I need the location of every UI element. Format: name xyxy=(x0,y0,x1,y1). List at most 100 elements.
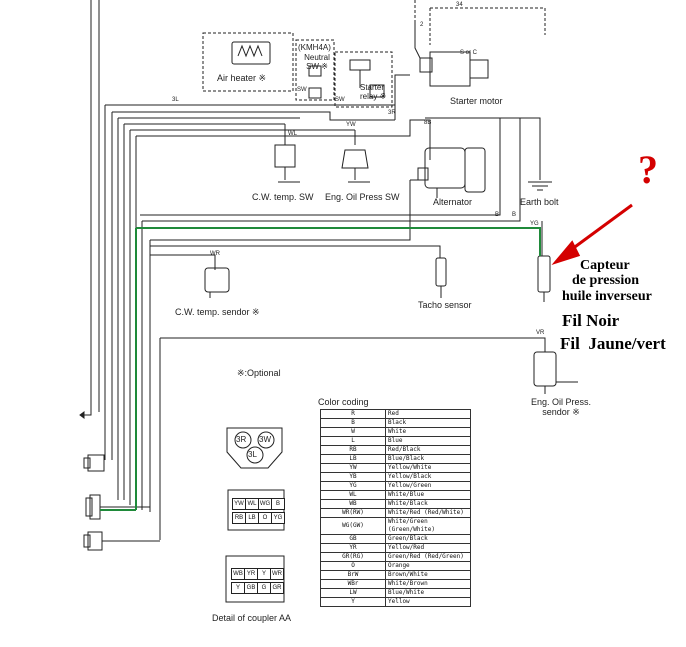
color-code: WB xyxy=(320,499,386,509)
color-code: R xyxy=(320,409,386,419)
color-name: Green/Black xyxy=(385,534,471,544)
annotation-fil-noir: Fil Noir xyxy=(562,311,620,330)
wire-tag-sw2: SW xyxy=(335,97,345,103)
wire-tag-vr: VR xyxy=(536,330,545,336)
coupler-small-3l: 3L xyxy=(248,450,257,459)
coupler-large-cell: WR xyxy=(270,568,284,580)
color-code: RB xyxy=(320,445,386,455)
color-name: Black xyxy=(385,418,471,428)
color-name: Red xyxy=(385,409,471,419)
color-coding-row: WR(RW)White/Red (Red/White) xyxy=(320,508,471,518)
color-code: WG(GW) xyxy=(320,517,386,535)
wire-tag-wr: WR xyxy=(210,251,220,257)
wire-tag-3l: 3L xyxy=(172,97,179,103)
coupler-large-cell: Y xyxy=(231,582,245,594)
cw-temp-sw-label: C.W. temp. SW xyxy=(252,192,314,202)
coupler-large-cell: WB xyxy=(231,568,245,580)
color-name: Yellow/Green xyxy=(385,481,471,491)
wire-tag-sw1: SW xyxy=(297,87,307,93)
color-code: WBr xyxy=(320,579,386,589)
coupler-large-cell: GB xyxy=(244,582,258,594)
tacho-sensor-label: Tacho sensor xyxy=(418,300,472,310)
color-name: Yellow/Black xyxy=(385,472,471,482)
color-code: Y xyxy=(320,597,386,607)
color-coding-row: WG(GW)White/Green (Green/White) xyxy=(320,517,471,535)
optional-note: ※:Optional xyxy=(237,368,281,378)
coupler-mid-cell: LB xyxy=(245,512,259,524)
color-code: BrW xyxy=(320,570,386,580)
color-code: L xyxy=(320,436,386,446)
coupler-mid-cell: O xyxy=(258,512,272,524)
eng-oil-press-sw-label: Eng. Oil Press SW xyxy=(325,192,400,202)
wire-tag-8b: 8B xyxy=(424,120,432,126)
coupler-mid-cell: WL xyxy=(245,498,259,510)
color-name: Blue/White xyxy=(385,588,471,598)
color-name: Yellow xyxy=(385,597,471,607)
coupler-mid-cell: YW xyxy=(232,498,246,510)
coupler-large-cell: G xyxy=(257,582,271,594)
color-name: White/Blue xyxy=(385,490,471,500)
color-code: YB xyxy=(320,472,386,482)
coupler-large-cell: GR xyxy=(270,582,284,594)
color-code: YW xyxy=(320,463,386,473)
wire-tag-wl: WL xyxy=(288,131,297,137)
annotation-huile-inverseur: huile inverseur xyxy=(562,289,652,304)
wire-tag-2: 2 xyxy=(420,22,424,28)
color-name: White/Black xyxy=(385,499,471,509)
color-name: White/Brown xyxy=(385,579,471,589)
color-name: Blue xyxy=(385,436,471,446)
color-name: Green/Red (Red/Green) xyxy=(385,552,471,562)
coupler-mid-cell: YG xyxy=(271,512,285,524)
annotation-fil-jaune-vert: Fil Jaune/vert xyxy=(560,334,666,353)
starter-relay-label: Starter relay ※ xyxy=(360,83,387,101)
starter-motor-label: Starter motor xyxy=(450,96,503,106)
color-code: GR(RG) xyxy=(320,552,386,562)
color-code: YR xyxy=(320,543,386,553)
neutral-sw-code-label: (KMH4A) xyxy=(298,43,331,52)
color-code: WR(RW) xyxy=(320,508,386,518)
coupler-detail-label: Detail of coupler AA xyxy=(212,613,292,623)
color-code: LW xyxy=(320,588,386,598)
color-code: O xyxy=(320,561,386,571)
color-code: W xyxy=(320,427,386,437)
coupler-mid-cell: B xyxy=(271,498,285,510)
wire-tag-b2: B xyxy=(512,212,517,218)
color-name: White xyxy=(385,427,471,437)
color-name: Yellow/White xyxy=(385,463,471,473)
color-code: B xyxy=(320,418,386,428)
wire-tag-b1: B xyxy=(495,212,500,218)
air-heater-label: Air heater ※ xyxy=(217,73,267,83)
color-name: Brown/White xyxy=(385,570,471,580)
coupler-large-cell: YR xyxy=(244,568,258,580)
annotation-de-pression: de pression xyxy=(572,273,640,288)
coupler-small-3r: 3R xyxy=(236,435,247,444)
coupler-mid-cell: WG xyxy=(258,498,272,510)
color-name: Blue/Black xyxy=(385,454,471,464)
wire-tag-yw: YW xyxy=(346,122,356,128)
color-code: YG xyxy=(320,481,386,491)
wire-tag-3r: 3R xyxy=(388,110,396,116)
alternator-label: Alternator xyxy=(433,197,473,207)
color-name: White/Red (Red/White) xyxy=(385,508,471,518)
eng-oil-press-sendor-label: Eng. Oil Press. sendor ※ xyxy=(530,397,592,417)
color-coding-title: Color coding xyxy=(318,397,369,407)
wire-tag-yg: YG xyxy=(530,221,539,227)
